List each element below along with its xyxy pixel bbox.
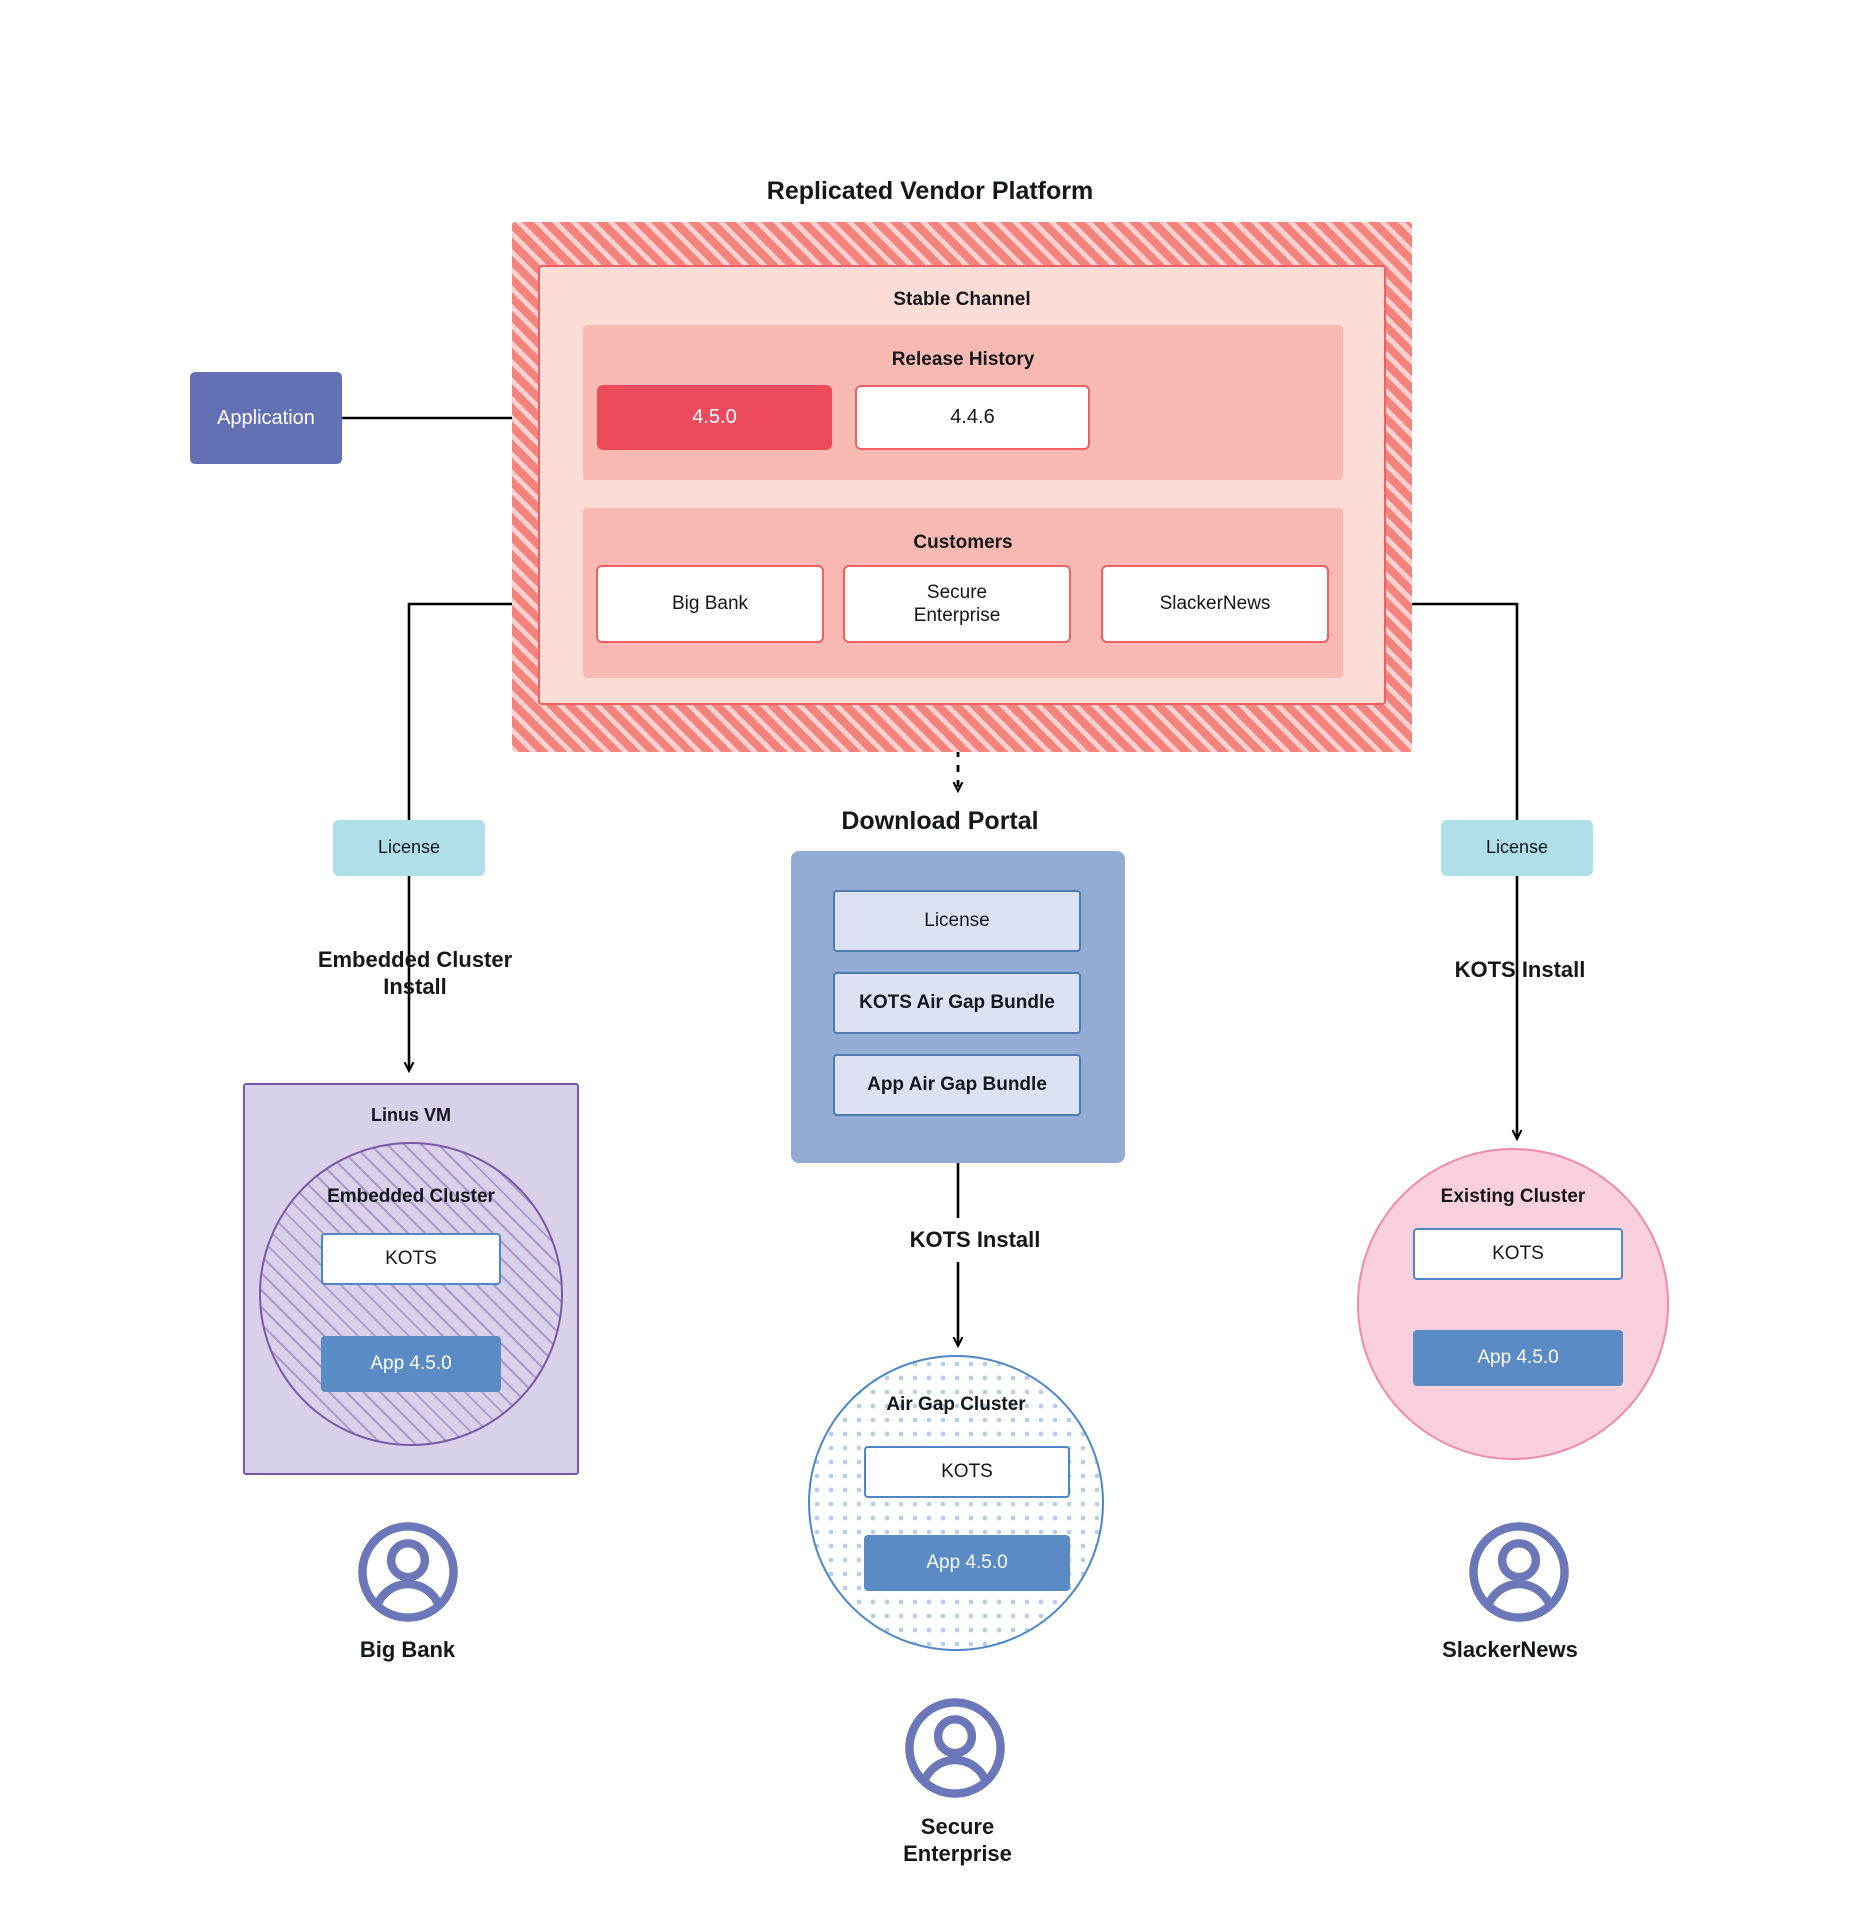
release-history-label: Release History: [891, 349, 1035, 371]
stable-channel-label: Stable Channel: [893, 289, 1031, 311]
app-box-air-gap[interactable]: App 4.5.0: [864, 1535, 1070, 1591]
license-chip-left[interactable]: License: [333, 820, 485, 876]
app-box-embedded[interactable]: App 4.5.0: [321, 1336, 501, 1392]
linux-vm-label: Linus VM: [371, 1105, 451, 1126]
kots-box-embedded[interactable]: KOTS: [321, 1233, 501, 1285]
existing-cluster-circle: [1357, 1148, 1669, 1460]
end-user-label-big-bank: Big Bank: [359, 1636, 456, 1662]
air-gap-cluster-circle: [808, 1355, 1104, 1651]
embedded-cluster-circle: [259, 1142, 563, 1446]
portal-item-license[interactable]: License: [833, 890, 1081, 952]
person-icon: [354, 1518, 462, 1626]
person-icon: [1465, 1518, 1573, 1626]
end-user-label-slackernews: SlackerNews: [1442, 1636, 1578, 1662]
customer-box-secure-enterprise[interactable]: Secure Enterprise: [843, 565, 1071, 643]
customer-box-big-bank[interactable]: Big Bank: [596, 565, 824, 643]
flow-label-embedded-cluster-install: Embedded Cluster Install: [317, 947, 513, 999]
customers-label: Customers: [913, 532, 1013, 554]
embedded-cluster-label: Embedded Cluster: [327, 1186, 495, 1208]
download-portal-title: Download Portal: [841, 806, 1039, 835]
existing-cluster-label: Existing Cluster: [1440, 1186, 1586, 1208]
flow-label-kots-install-middle: KOTS Install: [909, 1226, 1041, 1252]
license-chip-right[interactable]: License: [1441, 820, 1593, 876]
end-user-label-secure-enterprise: Secure Enterprise: [903, 1814, 1012, 1866]
release-box-previous[interactable]: 4.4.6: [855, 385, 1090, 450]
person-icon: [901, 1694, 1009, 1802]
flow-label-kots-install-right: KOTS Install: [1454, 956, 1586, 982]
air-gap-cluster-label: Air Gap Cluster: [886, 1394, 1026, 1416]
portal-item-app-air-gap-bundle[interactable]: App Air Gap Bundle: [833, 1054, 1081, 1116]
release-box-current[interactable]: 4.5.0: [597, 385, 832, 450]
app-box-existing[interactable]: App 4.5.0: [1413, 1330, 1623, 1386]
kots-box-air-gap[interactable]: KOTS: [864, 1446, 1070, 1498]
page-title: Replicated Vendor Platform: [766, 176, 1094, 205]
kots-box-existing[interactable]: KOTS: [1413, 1228, 1623, 1280]
customer-box-slackernews[interactable]: SlackerNews: [1101, 565, 1329, 643]
application-node[interactable]: Application: [190, 372, 342, 464]
portal-item-kots-air-gap-bundle[interactable]: KOTS Air Gap Bundle: [833, 972, 1081, 1034]
